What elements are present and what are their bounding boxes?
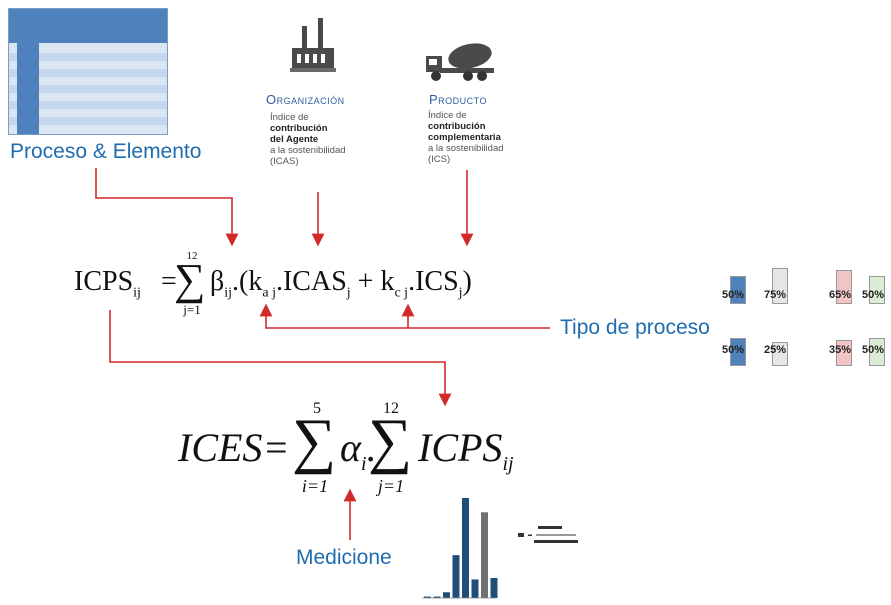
ices-sum2-lower: j=1 [377, 476, 405, 496]
ices-icps-subscript: ij [502, 453, 514, 475]
mini-bar-chart [402, 490, 498, 602]
icps-lhs: ICPSij [74, 266, 141, 302]
k-a-subscript: a j [262, 285, 276, 301]
icps-symbol: ICPS [74, 266, 134, 297]
factory-icon [290, 18, 336, 72]
mini-chart-bar [452, 555, 460, 598]
ices-icps-symbol: ICPS [418, 425, 503, 470]
alpha-subscript: i [361, 453, 367, 475]
ics-subscript: j [458, 285, 463, 301]
ices-sum2-symbol: ∑ [368, 407, 413, 475]
organizacion-desc-line: (ICAS) [270, 156, 299, 167]
ices-symbol: ICES [178, 425, 263, 470]
organizacion-desc-bold: contribución [270, 123, 328, 134]
beta-subscript: ij [224, 285, 233, 301]
mini-chart-bar [490, 578, 498, 598]
close-paren: ) [462, 266, 472, 297]
pct-3-bottom: 35% [829, 344, 852, 356]
ices-icps-term: ICPSij [418, 424, 514, 476]
table-row [9, 69, 167, 77]
ics-symbol: .ICS [408, 266, 459, 297]
mini-chart-bar [471, 579, 479, 598]
k-c-subscript: c j [394, 285, 409, 301]
process-bar-4-top [869, 276, 885, 304]
icps-sum-symbol: ∑ [174, 255, 206, 304]
icps-equals: = [161, 266, 177, 297]
mediciones-label: Medicione [296, 546, 392, 569]
ices-sum1-lower: i=1 [301, 476, 329, 496]
tipo-proceso-label: Tipo de proceso [560, 316, 710, 339]
process-bar-4-bottom [869, 338, 885, 366]
organizacion-desc-line: a la sostenibilidad [270, 145, 346, 156]
table-header-band [9, 9, 167, 43]
mini-chart-bar [424, 596, 431, 598]
mini-chart-bar [462, 498, 469, 598]
producto-desc-line: Índice de [428, 110, 467, 121]
ices-equals: = [262, 425, 290, 470]
process-bar-3-top [836, 270, 852, 304]
icas-symbol: .ICAS [275, 266, 347, 297]
proceso-elemento-label: Proceso & Elemento [10, 140, 202, 163]
pct-1-bottom: 50% [722, 344, 745, 356]
ices-dot: . [366, 425, 377, 470]
icps-sum-lower: j=1 [183, 302, 201, 317]
pct-4-bottom: 50% [862, 344, 885, 356]
mini-chart-bar [481, 512, 488, 598]
table-row-labels [17, 43, 39, 134]
process-bar-1-bottom [730, 338, 746, 366]
concrete-mixer-truck-icon [426, 43, 494, 81]
ices-sum2-upper: 12 [383, 400, 399, 417]
pct-1-top: 50% [722, 289, 745, 301]
mini-chart-bar [433, 596, 441, 598]
organizacion-title: Organización [266, 92, 345, 107]
organizacion-desc-bold: del Agente [270, 134, 319, 145]
producto-title: Producto [429, 92, 488, 107]
pct-2-bottom: 25% [764, 344, 787, 356]
organizacion-desc-line: Índice de [270, 112, 309, 123]
ices-lhs: ICES= [178, 424, 289, 471]
producto-desc-line: a la sostenibilidad [428, 143, 504, 154]
icps-body: βij.(ka j.ICASj + kc j.ICSj) [210, 266, 472, 302]
producto-desc-line: (ICS) [428, 154, 451, 165]
table-row [9, 117, 167, 125]
alpha-symbol: α [340, 425, 361, 470]
producto-description: Índice de contribución complementaria a … [428, 110, 538, 165]
producto-desc-bold: complementaria [428, 132, 501, 143]
ices-alpha: αi. [340, 424, 377, 476]
icas-subscript: j [346, 285, 351, 301]
process-bar-3-bottom [836, 340, 852, 366]
process-bar-1-top [730, 276, 746, 304]
k-a-symbol: .(k [232, 266, 263, 297]
pct-3-top: 65% [829, 289, 852, 301]
k-c-symbol: + k [350, 266, 395, 297]
table-row [9, 101, 167, 109]
process-bar-2-top [772, 268, 788, 304]
ices-sum1-symbol: ∑ [292, 407, 337, 475]
ices-sum1-upper: 5 [313, 400, 321, 417]
table-row [9, 85, 167, 93]
pct-4-top: 50% [862, 289, 885, 301]
mini-chart-bar [443, 592, 450, 598]
beta-symbol: β [210, 266, 225, 297]
process-bar-2-bottom [772, 342, 788, 366]
mini-formula-image [518, 526, 578, 543]
table-row [9, 53, 167, 61]
table-thumbnail [8, 8, 168, 135]
icps-subscript: ij [133, 285, 141, 301]
producto-desc-bold: contribución [428, 121, 486, 132]
icps-sum-upper: 12 [186, 250, 198, 262]
organizacion-description: Índice de contribución del Agente a la s… [270, 112, 380, 167]
pct-2-top: 75% [764, 289, 787, 301]
